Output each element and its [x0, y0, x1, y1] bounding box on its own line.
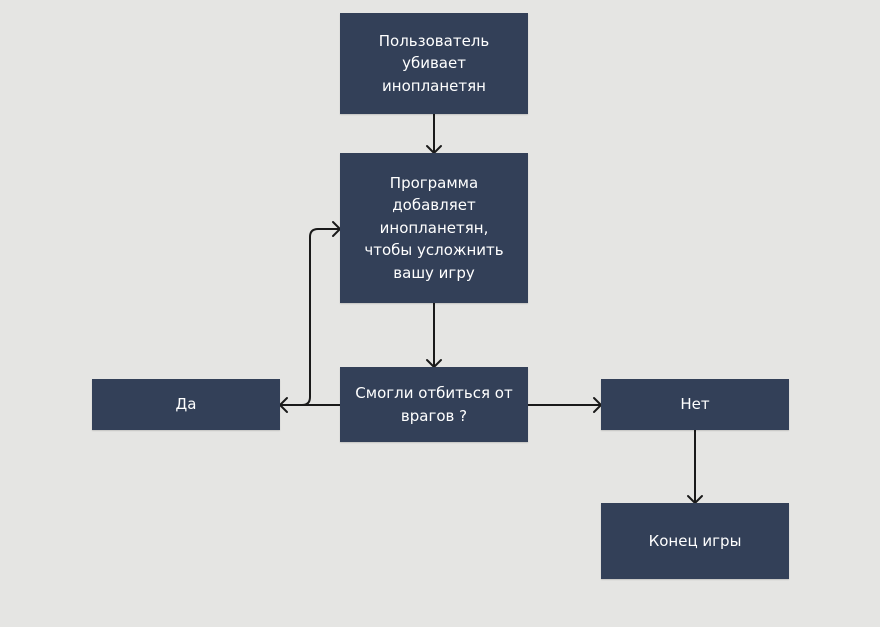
edge-yes-to-program: [291, 228, 341, 406]
node-decision-label: Смогли отбиться от врагов ?: [355, 384, 513, 425]
arrowhead-decision-to-yes: [279, 397, 288, 413]
node-program-adds-aliens-label: Программа добавляет инопланетян, чтобы у…: [364, 173, 504, 282]
node-game-over-label: Конец игры: [648, 531, 742, 550]
node-no: Нет: [601, 379, 789, 430]
node-user-kills-aliens-label: Пользователь убивает инопланетян: [378, 31, 490, 95]
node-decision: Смогли отбиться от врагов ?: [340, 367, 528, 442]
node-program-adds-aliens: Программа добавляет инопланетян, чтобы у…: [340, 153, 528, 303]
node-yes-label: Да: [175, 395, 197, 414]
node-user-kills-aliens: Пользователь убивает инопланетян: [340, 13, 528, 114]
node-game-over: Конец игры: [601, 503, 789, 579]
node-yes: Да: [92, 379, 280, 430]
node-no-label: Нет: [680, 395, 710, 414]
